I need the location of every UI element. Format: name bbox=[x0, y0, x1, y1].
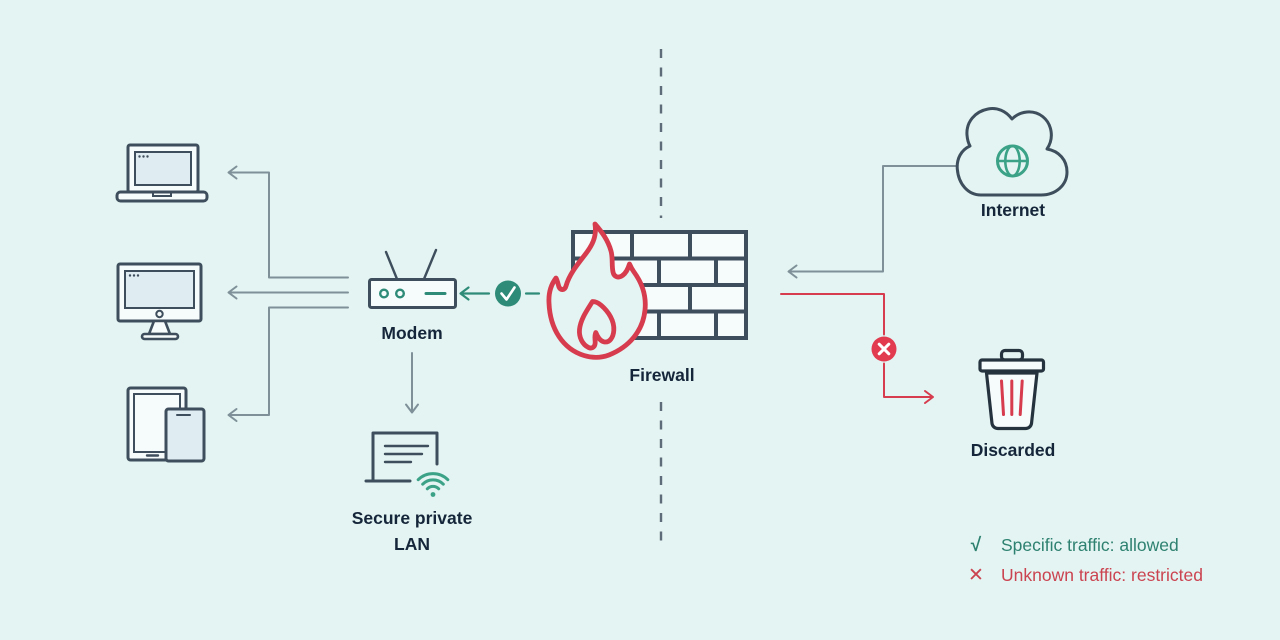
legend: √ Specific traffic: allowed ✕ Unknown tr… bbox=[968, 535, 1203, 586]
arrowhead-to-modem bbox=[459, 286, 470, 301]
firewall-icon bbox=[546, 221, 748, 360]
discarded-label: Discarded bbox=[971, 440, 1056, 460]
legend-check-icon: √ bbox=[971, 535, 982, 556]
modem-antenna-left bbox=[384, 250, 399, 281]
restricted-traffic-connector bbox=[780, 293, 934, 404]
lan-icon bbox=[364, 431, 450, 497]
modem-led-1 bbox=[379, 288, 390, 299]
firewall-label: Firewall bbox=[629, 365, 694, 385]
cloud-outline bbox=[955, 107, 1069, 197]
legend-allowed-text: Specific traffic: allowed bbox=[1001, 535, 1179, 555]
tablet-phone-icon bbox=[126, 386, 206, 463]
lan-board bbox=[371, 431, 439, 483]
internet-cloud-icon bbox=[955, 107, 1069, 197]
lan-label-line2: LAN bbox=[394, 534, 430, 554]
arrowhead-laptop bbox=[227, 165, 238, 180]
allowed-traffic-connector bbox=[459, 280, 541, 307]
desktop-monitor-icon bbox=[116, 262, 203, 341]
arrowhead-tablet bbox=[227, 408, 238, 422]
internet-label: Internet bbox=[981, 200, 1045, 220]
modem-label: Modem bbox=[381, 323, 442, 343]
check-icon bbox=[500, 286, 516, 301]
globe-icon bbox=[996, 144, 1029, 178]
line-to-laptop bbox=[228, 171, 349, 279]
arrowhead-firewall bbox=[787, 264, 798, 279]
modem-antenna-right bbox=[422, 248, 438, 281]
legend-cross-icon: ✕ bbox=[968, 565, 984, 586]
line-to-tablet bbox=[228, 306, 349, 416]
cross-icon bbox=[877, 342, 891, 356]
modem-led-2 bbox=[395, 288, 406, 299]
arrowhead-lan bbox=[405, 403, 419, 414]
legend-restricted-text: Unknown traffic: restricted bbox=[1001, 565, 1203, 585]
flame-outline bbox=[546, 221, 648, 360]
lan-label-line1: Secure private bbox=[352, 508, 473, 528]
internet-to-firewall-line bbox=[787, 165, 958, 279]
modem-icon bbox=[368, 248, 457, 309]
arrowhead-monitor bbox=[227, 285, 238, 300]
modem-to-devices-lines bbox=[227, 165, 349, 422]
modem-to-lan-arrow bbox=[405, 352, 419, 414]
flame-inner bbox=[577, 299, 617, 351]
laptop-icon bbox=[115, 143, 209, 203]
check-badge bbox=[495, 280, 521, 307]
trash-icon bbox=[978, 348, 1046, 431]
trash-lid bbox=[978, 358, 1046, 373]
arrowhead-discard bbox=[924, 390, 934, 404]
wifi-icon bbox=[416, 472, 450, 497]
